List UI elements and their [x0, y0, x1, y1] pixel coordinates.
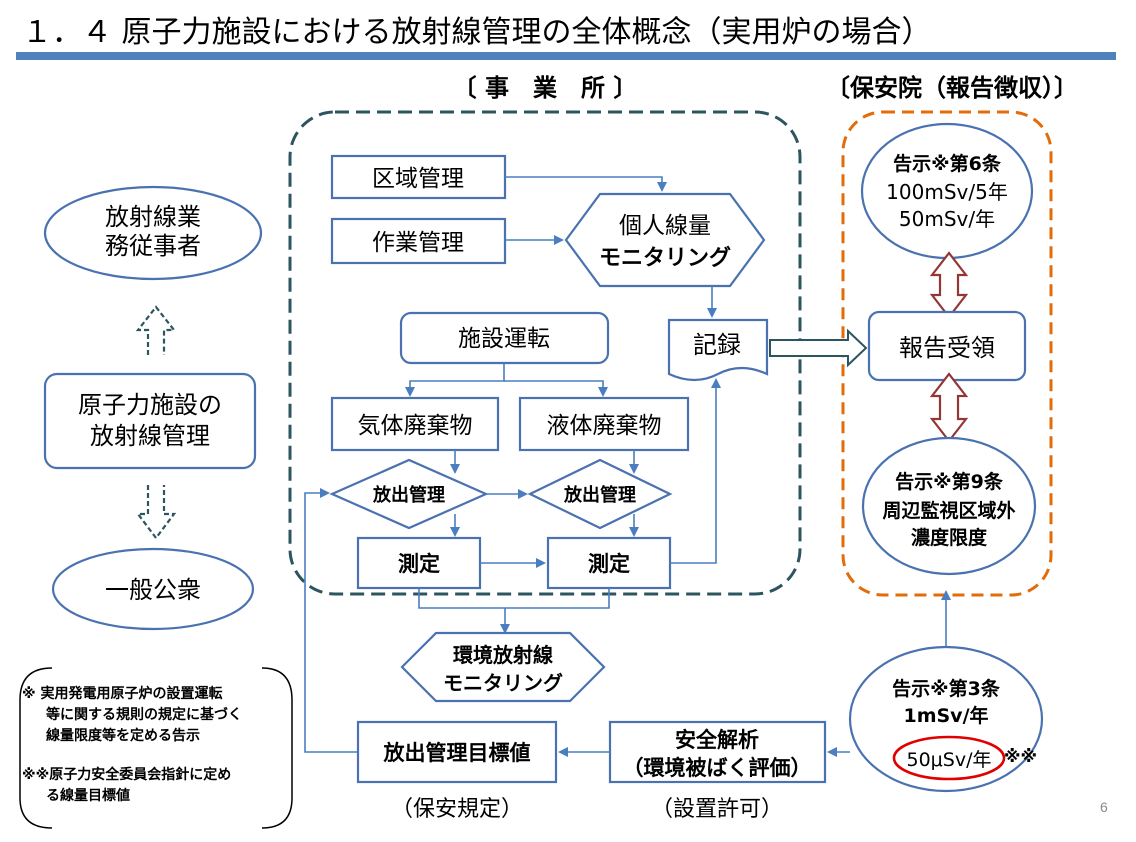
- general-public-ellipse: [51, 547, 255, 631]
- general-public-label: 一般公衆: [105, 576, 201, 604]
- personal-dose-monitoring-line2: モニタリング: [599, 245, 731, 271]
- personal-dose-monitoring-hexagon: [564, 192, 766, 288]
- footnote2-line2: る線量目標値: [46, 787, 130, 804]
- dashed-down-arrow-icon: [135, 485, 177, 540]
- safety-analysis-caption: （設置許可）: [651, 797, 783, 822]
- facility-radiation-control-line1: 原子力施設の: [78, 391, 222, 419]
- safety-analysis-box: [608, 720, 827, 784]
- measurements-merge-line: [418, 588, 610, 609]
- liquid-release-control-label: 放出管理: [563, 484, 636, 506]
- footnote1-line1: ※ 実用発電用原子炉の設置運転: [22, 685, 222, 702]
- record-to-report-block-arrow-icon: [769, 328, 868, 368]
- liquid-release-control-diamond: [527, 458, 673, 530]
- target-value-highlight-ellipse: [892, 735, 1006, 781]
- work-control-box: [330, 217, 507, 265]
- footnote2-line1: ※※原子力安全委員会指針に定め: [22, 766, 231, 783]
- release-target-feedback-arrow: [304, 488, 358, 753]
- notice3-line: 1mSv/年: [903, 704, 988, 727]
- gaseous-waste-label: 気体廃棄物: [358, 413, 473, 439]
- footnote1-line2: 等に関する規則の規定に基づく: [46, 706, 242, 723]
- slide-title: １．４ 原子力施設における放射線管理の全体概念（実用炉の場合）: [22, 15, 932, 50]
- notice6-title: 告示※第6条: [893, 152, 1002, 175]
- footnote1-line3: 線量限度等を定める告示: [46, 727, 200, 744]
- double-arrow-lower-icon: [929, 372, 969, 443]
- gas-release-control-label: 放出管理: [372, 484, 445, 506]
- facility-operation-label: 施設運転: [458, 326, 550, 352]
- liquid-waste-box: [518, 396, 690, 452]
- notice9-ellipse: [861, 436, 1037, 576]
- notice3-ellipse: [848, 645, 1044, 793]
- area-control-label: 区域管理: [372, 166, 464, 192]
- release-target-caption: （保安規定）: [391, 797, 523, 822]
- report-receipt-label: 報告受領: [899, 334, 995, 362]
- liquid-waste-label: 液体廃棄物: [547, 413, 662, 439]
- gas-measurement-box: [356, 536, 482, 590]
- footnote-right-bracket: [261, 667, 293, 829]
- safety-analysis-line2: （環境被ばく評価）: [623, 756, 812, 780]
- release-target-label: 放出管理目標値: [383, 741, 531, 765]
- radiation-workers-ellipse: [43, 185, 263, 281]
- environment-monitoring-hexagon: [400, 631, 606, 703]
- office-dashed-boundary: [288, 110, 802, 596]
- measure-to-record-arrow: [670, 378, 721, 564]
- title-underline-bar: [16, 52, 1116, 60]
- notice6-line2: 50mSv/年: [899, 207, 995, 231]
- operation-to-gas-arrow: [405, 363, 505, 397]
- notice3-title: 告示※第3条: [892, 677, 1001, 700]
- record-document-shape: [667, 318, 769, 382]
- notice9-line2: 濃度限度: [911, 526, 988, 549]
- environment-monitoring-line2: モニタリング: [443, 671, 563, 695]
- area-to-monitoring-arrow: [505, 176, 667, 192]
- record-label: 記録: [693, 331, 741, 359]
- agency-section-label: 〔保安院（報告徴収）〕: [826, 74, 1078, 102]
- facility-radiation-control-line2: 放射線管理: [90, 422, 210, 450]
- footnote-left-bracket: [19, 667, 53, 829]
- radiation-workers-line2: 務従事者: [105, 232, 201, 260]
- notice6-line1: 100mSv/5年: [886, 180, 1008, 204]
- gaseous-waste-box: [330, 396, 500, 452]
- double-arrow-upper-icon: [929, 251, 969, 319]
- notice3-target-value: 50μSv/年: [907, 749, 992, 771]
- liquid-measurement-label: 測定: [588, 552, 630, 576]
- facility-radiation-control-box: [43, 372, 257, 470]
- work-control-label: 作業管理: [372, 230, 464, 256]
- radiation-workers-line1: 放射線業: [105, 203, 201, 231]
- dashed-up-arrow-icon: [135, 305, 177, 355]
- release-target-box: [356, 720, 558, 784]
- personal-dose-monitoring-line1: 個人線量: [619, 213, 711, 239]
- page-number: 6: [1100, 799, 1108, 815]
- notice3-double-mark: ※※: [1004, 747, 1037, 767]
- gas-measurement-label: 測定: [398, 552, 440, 576]
- notice9-title: 告示※第9条: [895, 470, 1004, 493]
- safety-analysis-line1: 安全解析: [675, 728, 759, 752]
- environment-monitoring-line1: 環境放射線: [453, 643, 553, 667]
- office-section-label: 〔 事 業 所 〕: [453, 74, 638, 102]
- operation-to-liquid-arrow: [504, 380, 608, 397]
- notice9-line1: 周辺監視区域外: [882, 499, 1015, 522]
